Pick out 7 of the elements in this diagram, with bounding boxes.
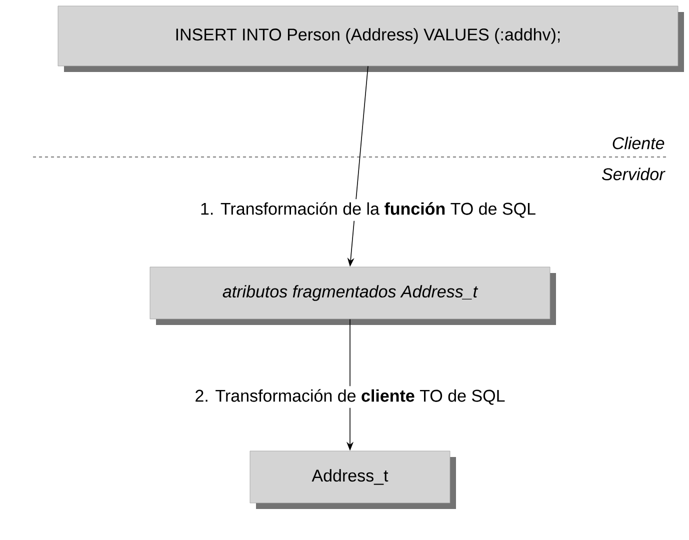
- process-box: Address_t: [250, 450, 456, 509]
- edge-label: 2. Transformación de cliente TO de SQL: [196, 389, 505, 405]
- process-box: INSERT INTO Person (Address) VALUES (:addhv);: [58, 6, 684, 72]
- edge-label: 1. Transformación de la función TO de SQL: [201, 202, 536, 218]
- side-label: Servidor: [602, 168, 666, 180]
- process-box: atributos fragmentados Address_t: [150, 266, 556, 325]
- side-label: Cliente: [612, 136, 664, 150]
